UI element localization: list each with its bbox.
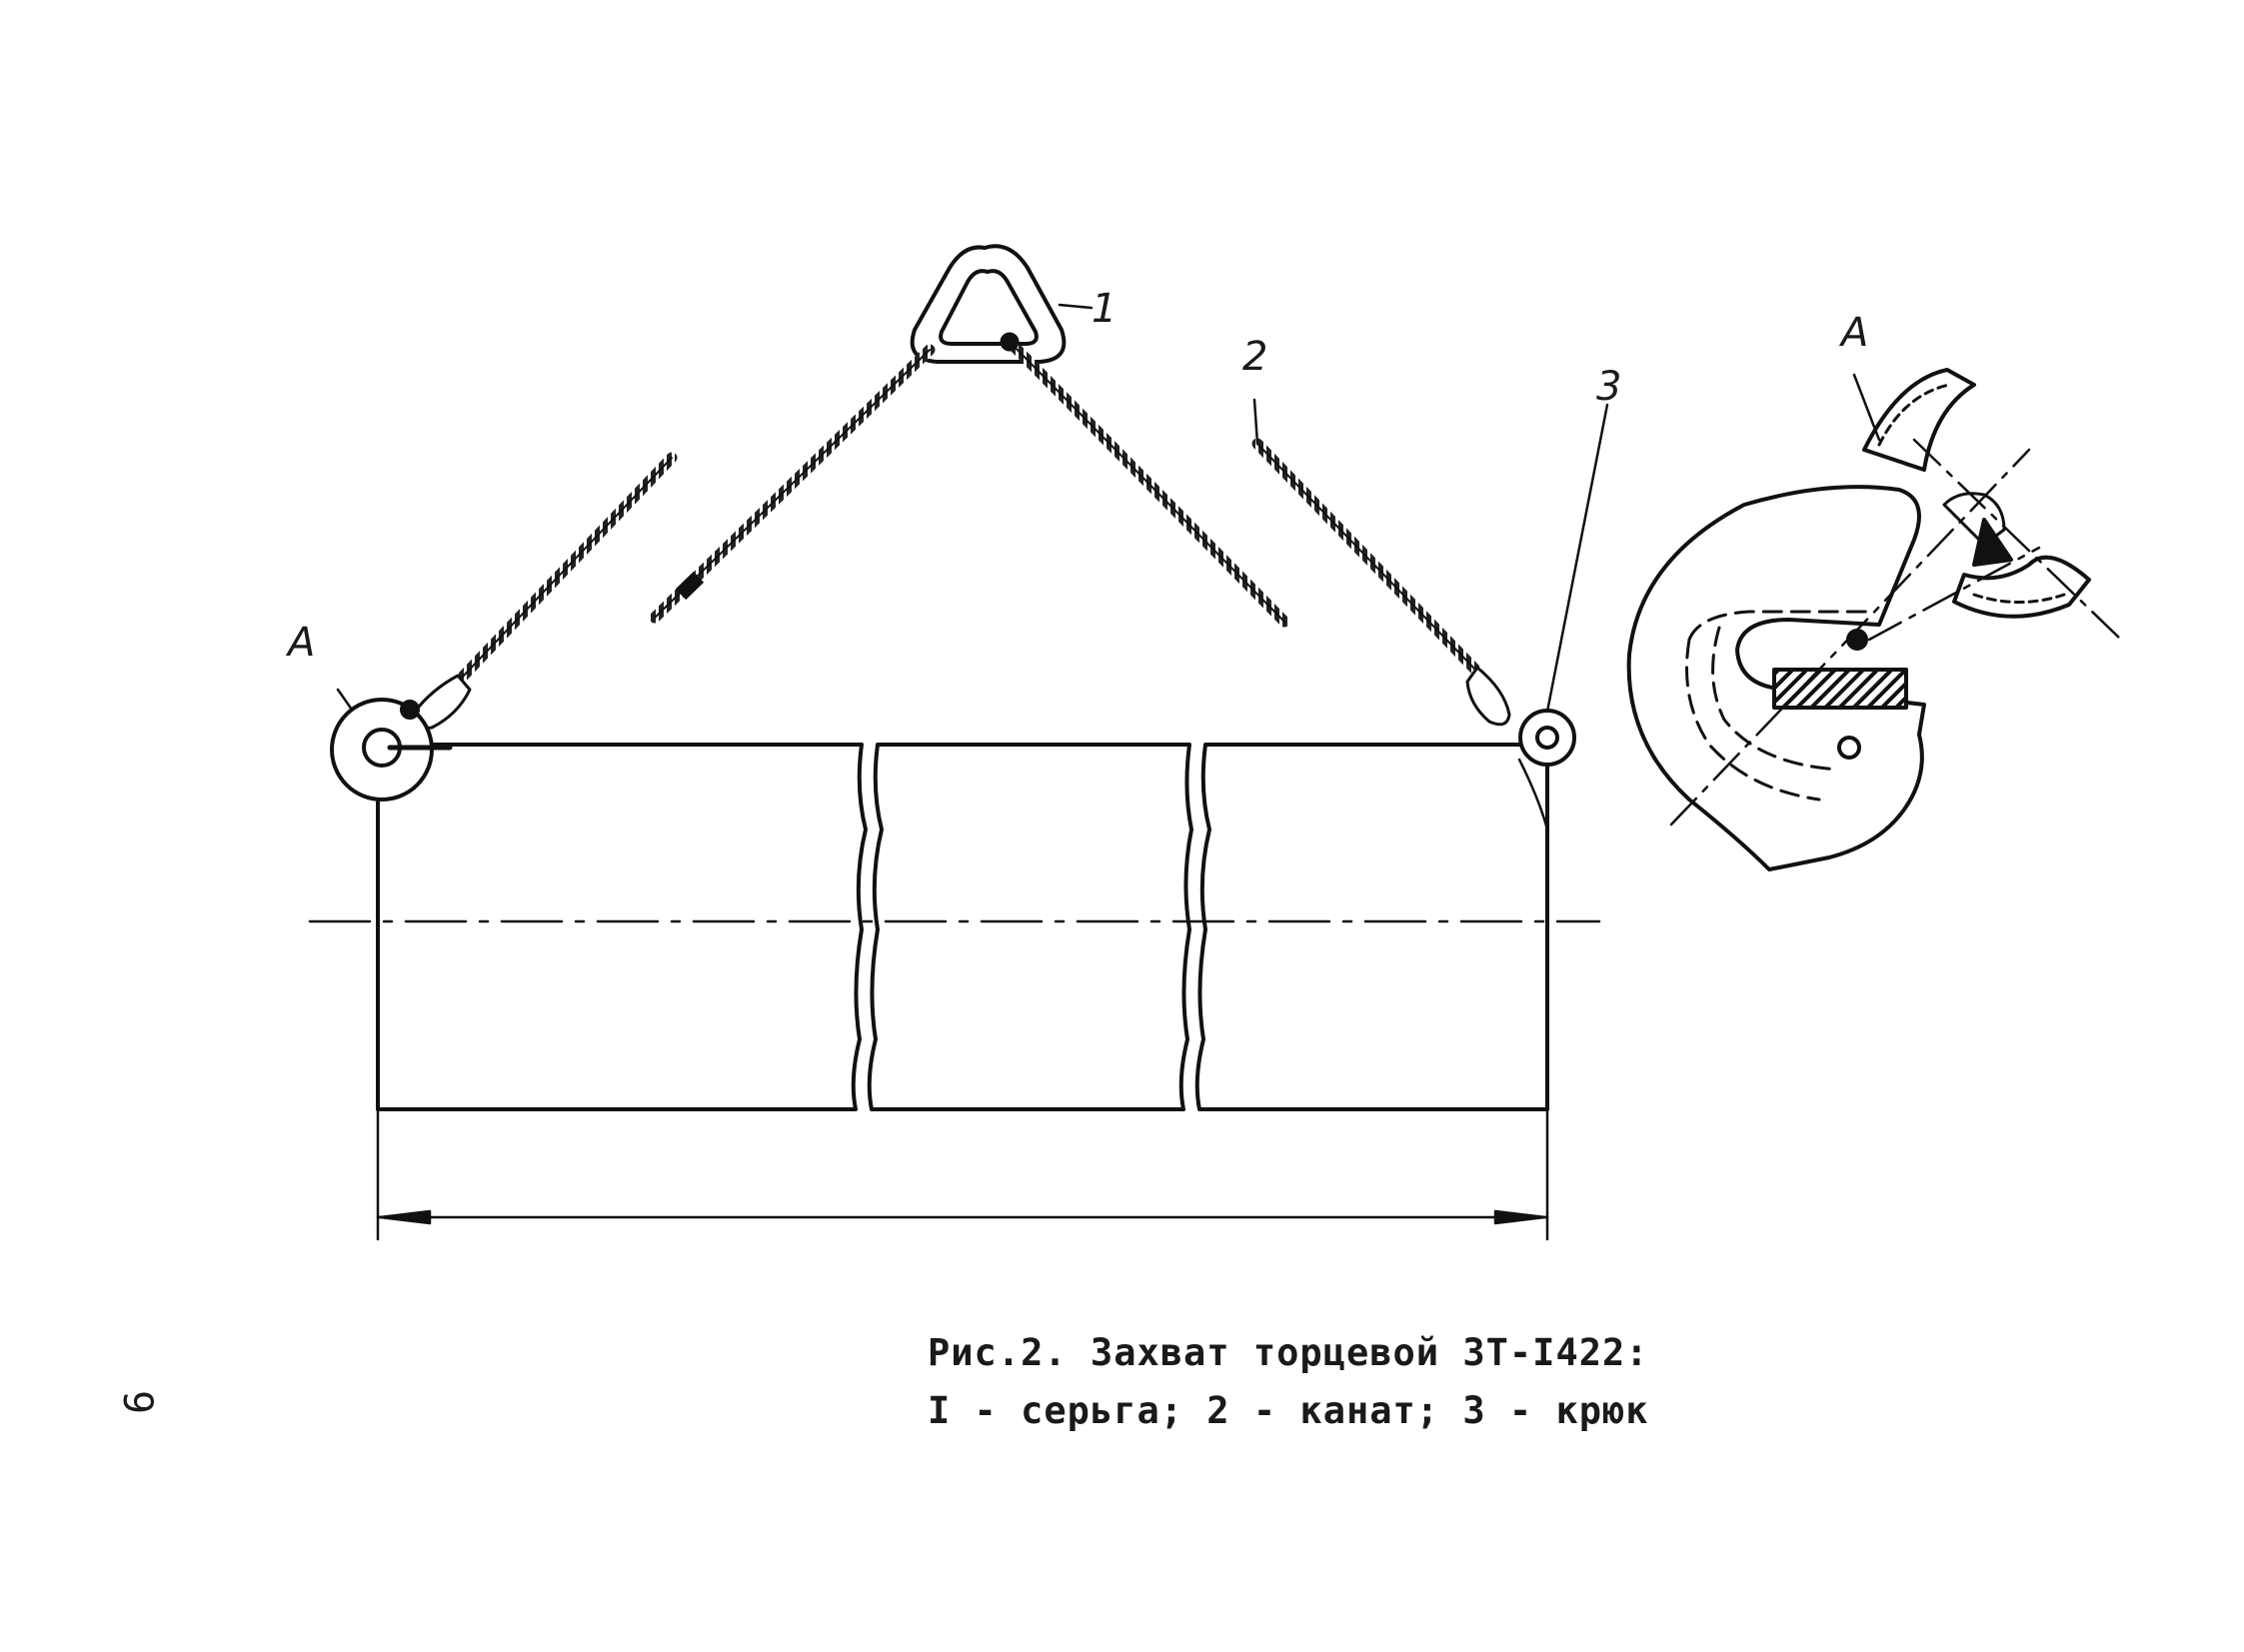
label-part-3: 3 (1596, 364, 1621, 410)
central-rope-right (1000, 332, 1290, 628)
length-dimension (376, 1107, 1549, 1241)
caption-legend: I - серьга; 2 - канат; 3 - крюк (928, 1389, 1649, 1432)
left-rope-part-2 (411, 452, 678, 731)
figure-caption: Рис.2. Захват торцевой ЗТ-I422: I - серьг… (928, 1324, 1649, 1440)
leader-view-a-left (336, 688, 354, 712)
detail-view-a (1626, 368, 2121, 871)
page-number: 9 (114, 1389, 161, 1415)
left-hook (330, 698, 453, 802)
shackle-part-1 (910, 244, 1094, 364)
leader-part-2 (1252, 398, 1259, 446)
right-hook-part-3 (1517, 403, 1609, 831)
label-view-a-left: A (285, 620, 315, 666)
caption-title: Рис.2. Захват торцевой ЗТ-I422: (928, 1331, 1649, 1374)
central-rope-left (649, 344, 936, 624)
label-part-2: 2 (1242, 334, 1267, 380)
label-part-1: 1 (1092, 286, 1117, 332)
right-rope-part-2 (1251, 438, 1511, 727)
label-view-a-detail: A (1838, 310, 1868, 356)
pipe-body (376, 743, 1549, 1111)
